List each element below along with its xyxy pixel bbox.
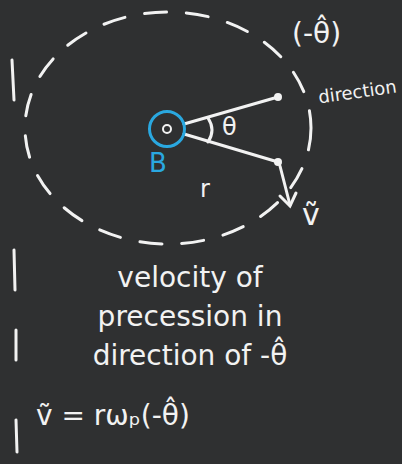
pivot-circle: B: [148, 110, 186, 148]
point: [274, 93, 282, 101]
orbit-circle: [25, 12, 311, 244]
pivot-dot: [162, 124, 172, 134]
margin-tick: [15, 330, 18, 360]
margin-tick: [14, 250, 15, 290]
direction-word: direction: [317, 77, 398, 108]
point-label: B: [149, 149, 167, 179]
note-text: velocity of precession in direction of -…: [40, 258, 340, 376]
margin-tick: [16, 420, 17, 452]
margin-tick: [12, 60, 14, 100]
radius-label: r: [200, 176, 210, 204]
direction-label: (-θ̂): [292, 18, 341, 50]
velocity-equation: ṽ = rωₚ(-θ̂): [36, 400, 190, 432]
point: [274, 158, 282, 166]
arrow-head: [280, 193, 296, 206]
angle-label: θ: [222, 114, 237, 142]
velocity-label: ṽ: [302, 198, 320, 233]
angle-arc: [208, 118, 212, 142]
